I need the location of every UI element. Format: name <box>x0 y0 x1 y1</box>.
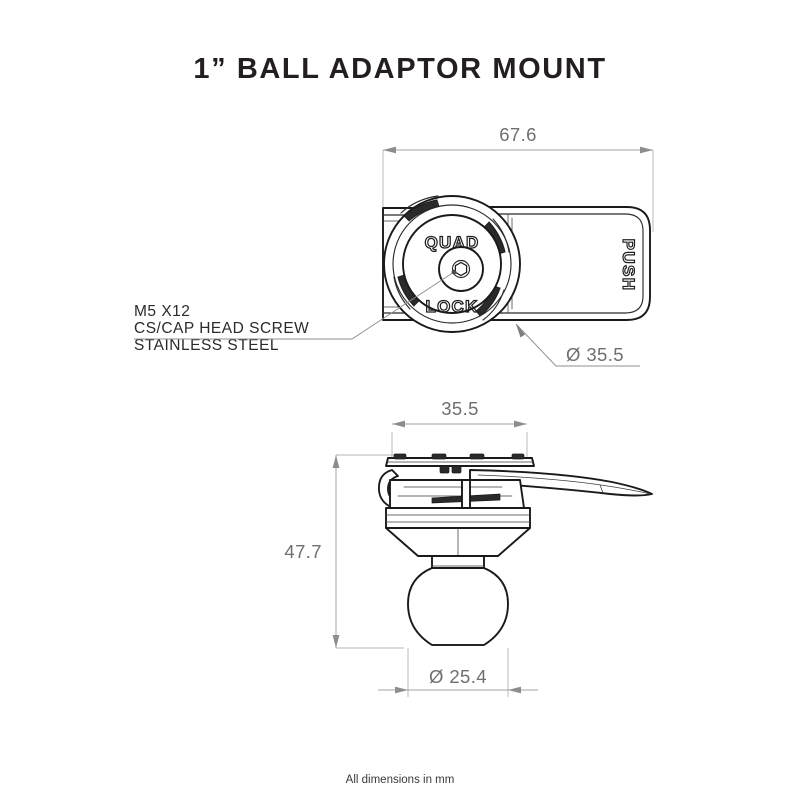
dial-diameter-leader-line <box>515 323 640 367</box>
callout-screw: M5 X12 CS/CAP HEAD SCREW STAINLESS STEEL <box>134 269 457 354</box>
dimension-label-overall-length: 67.6 <box>499 124 537 145</box>
dimension-label-ball-diameter: Ø 25.4 <box>429 666 487 687</box>
side-collar-upper <box>389 479 525 509</box>
side-plate-boss-right <box>451 465 462 474</box>
side-view-assembly <box>378 453 653 646</box>
lever-body-inner <box>461 213 644 314</box>
side-plate-tab-mid-left <box>431 453 447 460</box>
dimension-label-dial-diameter: Ø 35.5 <box>566 344 624 365</box>
side-lever-arm <box>469 469 653 497</box>
side-collar-body <box>385 507 531 529</box>
side-plate-tab-right <box>511 453 525 460</box>
push-emboss-group: PUSH <box>618 238 638 292</box>
callout-line-2: CS/CAP HEAD SCREW <box>134 320 309 337</box>
side-lever-arm-crease <box>477 474 651 495</box>
callout-line-1: M5 X12 <box>134 303 190 320</box>
dimension-label-overall-height: 47.7 <box>284 541 322 562</box>
screw-head-circle <box>451 259 471 279</box>
dimension-overall-length: 67.6 <box>382 124 654 232</box>
side-plate-boss-left <box>439 465 450 474</box>
side-plate-tab-left <box>393 453 407 460</box>
dimension-head-width: 35.5 <box>391 398 528 462</box>
dial-ring-outer <box>392 204 512 324</box>
lever-push-label: PUSH <box>619 239 638 292</box>
dimension-overall-height: 47.7 <box>284 454 404 649</box>
footer-note: All dimensions in mm <box>346 774 455 786</box>
dimension-ball-diameter: Ø 25.4 <box>378 648 538 697</box>
dial-diameter-leader-arrow <box>516 324 525 338</box>
callout-line-3: STAINLESS STEEL <box>134 337 279 354</box>
dimension-dial-diameter: Ø 35.5 <box>515 323 640 367</box>
dial-grip-nw-2 <box>400 195 439 214</box>
side-lever-arm-seam <box>599 484 604 494</box>
page-title: 1” BALL ADAPTOR MOUNT <box>193 53 606 85</box>
top-view-assembly: PUSH QUAD LOCK <box>382 195 651 333</box>
side-ball <box>407 567 509 646</box>
side-plate-tab-mid-right <box>469 453 485 460</box>
dimension-label-head-width: 35.5 <box>441 398 479 419</box>
callout-leader-line <box>134 271 455 340</box>
dial-lock-label: LOCK <box>426 297 479 316</box>
hex-socket-screw <box>454 261 468 277</box>
callout-leader-dot <box>451 269 457 275</box>
